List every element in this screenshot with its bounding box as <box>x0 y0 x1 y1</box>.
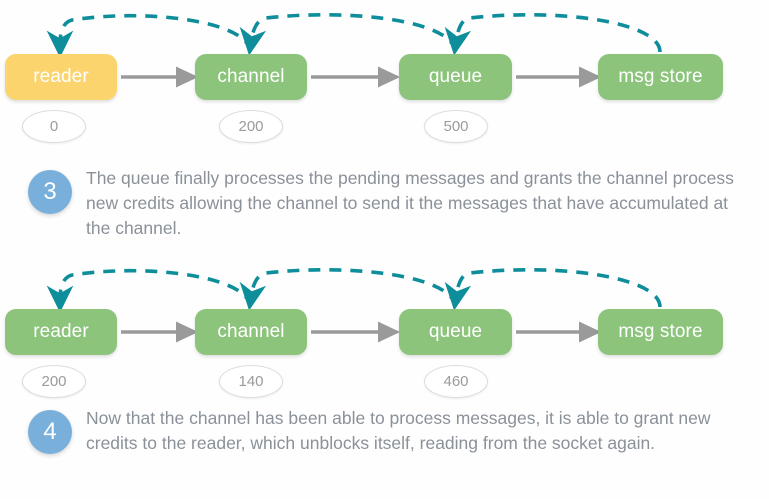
credit-arc-queue-to-channel <box>239 268 457 311</box>
step-description-3: The queue finally processes the pending … <box>86 168 734 238</box>
node-label: reader <box>33 66 89 87</box>
credit-badge-value: 500 <box>443 118 469 135</box>
credit-badge-queue: 500 <box>424 110 488 143</box>
node-label: queue <box>428 321 483 342</box>
node-reader[interactable]: reader <box>5 54 117 100</box>
step-4: 4 Now that the channel has been able to … <box>0 406 769 456</box>
flow-diagram-row-2: reader channel queue msg store 200 140 4… <box>0 255 769 410</box>
step-3: 3 The queue finally processes the pendin… <box>0 166 769 241</box>
node-msg-store[interactable]: msg store <box>598 309 723 355</box>
credit-badge-reader: 200 <box>22 365 86 398</box>
step-number-badge-4: 4 <box>28 410 72 454</box>
node-label: reader <box>33 321 89 342</box>
node-channel[interactable]: channel <box>195 54 307 100</box>
step-number-badge-3: 3 <box>28 170 72 214</box>
step-description-4: Now that the channel has been able to pr… <box>86 408 711 453</box>
step-number: 4 <box>43 418 57 445</box>
credit-badge-queue: 460 <box>424 365 488 398</box>
credit-badge-reader: 0 <box>22 110 86 143</box>
credit-arc-channel-to-reader <box>46 13 252 58</box>
node-msg-store[interactable]: msg store <box>598 54 723 100</box>
credit-badge-value: 460 <box>443 373 469 390</box>
node-channel[interactable]: channel <box>195 309 307 355</box>
node-label: msg store <box>618 66 703 87</box>
credit-badge-value: 200 <box>41 373 67 390</box>
node-label: queue <box>428 66 483 87</box>
credit-badge-value: 140 <box>238 373 264 390</box>
node-reader[interactable]: reader <box>5 309 117 355</box>
node-queue[interactable]: queue <box>399 54 512 100</box>
credit-badge-value: 200 <box>238 118 264 135</box>
node-label: msg store <box>618 321 703 342</box>
credit-arc-msgstore-to-queue <box>444 268 662 311</box>
step-number: 3 <box>43 178 57 205</box>
credit-arc-channel-to-reader <box>46 268 252 313</box>
node-queue[interactable]: queue <box>399 309 512 355</box>
node-label: channel <box>217 66 285 87</box>
flow-diagram-row-1: reader channel queue msg store 0 200 500 <box>0 0 769 155</box>
credit-arc-msgstore-to-queue <box>444 13 662 56</box>
node-label: channel <box>217 321 285 342</box>
credit-badge-channel: 200 <box>219 110 283 143</box>
credit-arc-queue-to-channel <box>239 13 457 56</box>
credit-badge-value: 0 <box>49 118 59 135</box>
credit-badge-channel: 140 <box>219 365 283 398</box>
